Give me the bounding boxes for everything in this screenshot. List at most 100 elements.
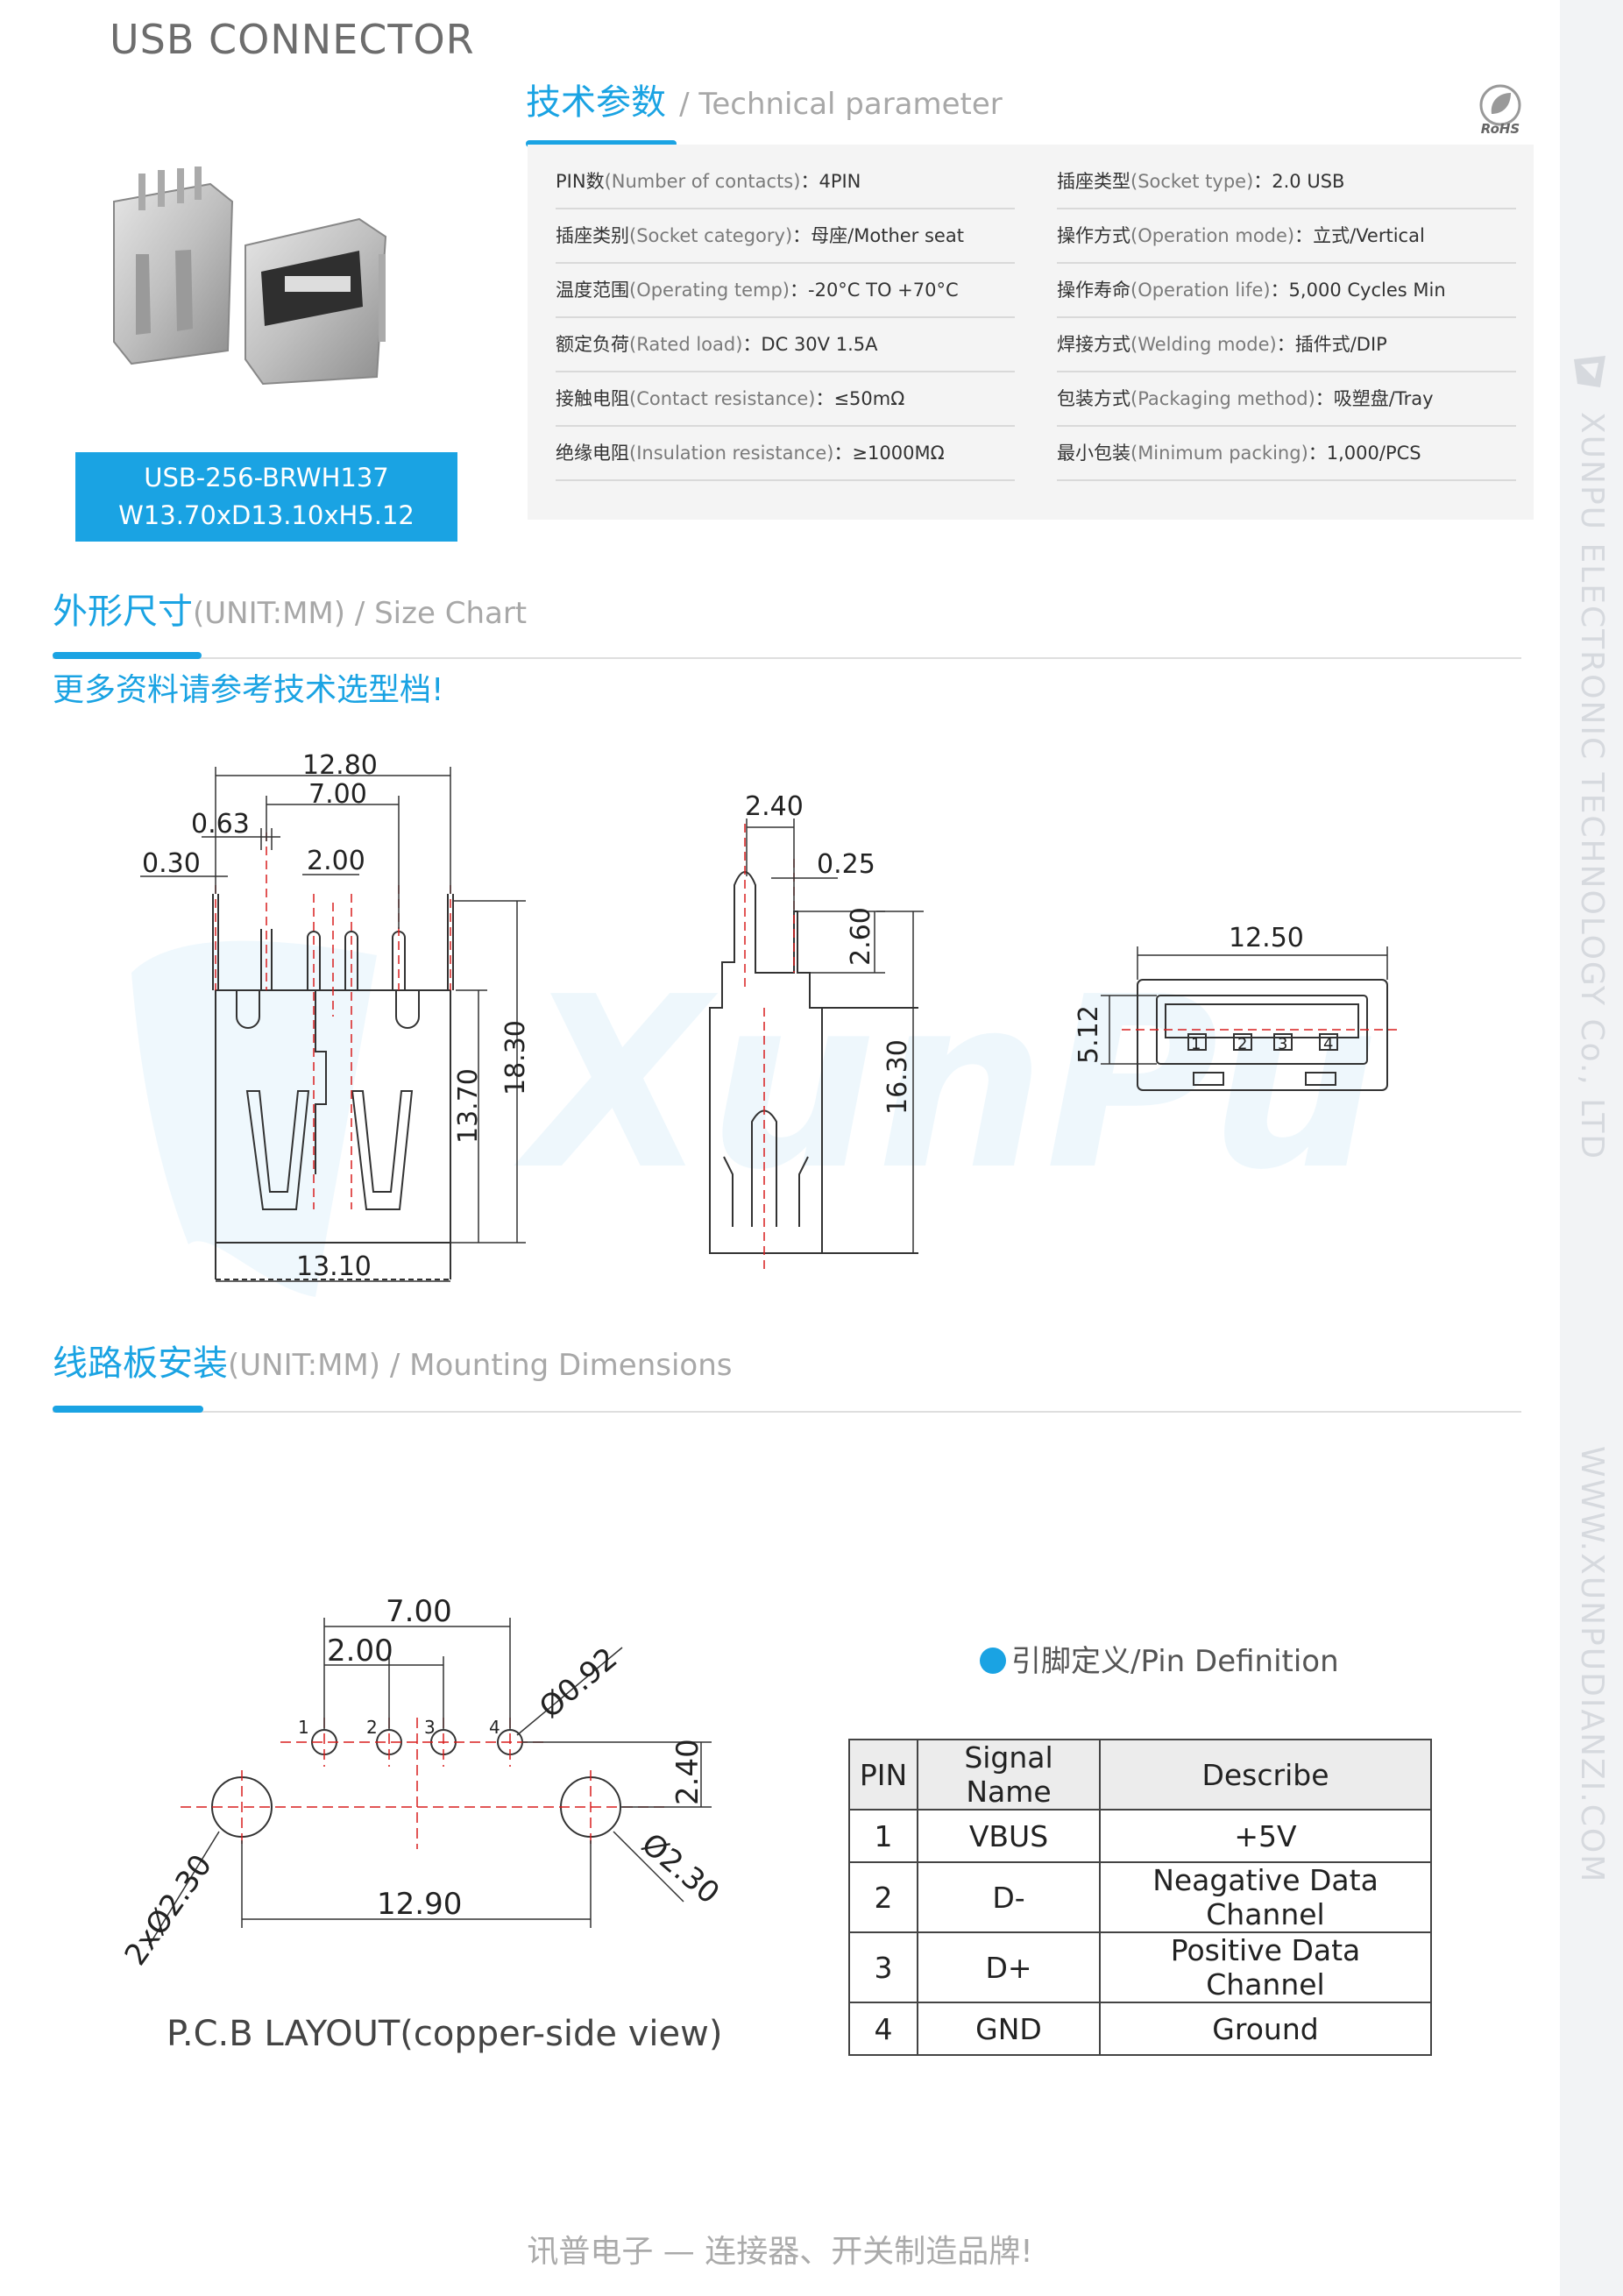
model-part-number: USB-256-BRWH137 — [144, 463, 389, 493]
model-box: USB-256-BRWH137 W13.70xD13.10xH5.12 — [75, 452, 457, 542]
watermark-logo: XunPu — [131, 940, 1378, 1297]
connector-right-image — [245, 217, 387, 386]
hole-label: 3 — [424, 1717, 436, 1738]
table-cell: VBUS — [917, 1809, 1101, 1863]
dim-label: 0.63 — [191, 809, 250, 840]
pin-label: 4 — [1323, 1035, 1333, 1053]
size-section-header: 外形尺寸(UNIT:MM) / Size Chart — [53, 583, 527, 634]
param-row: 操作方式(Operation mode)：立式/Vertical — [1057, 209, 1516, 264]
pin-label: 3 — [1278, 1035, 1287, 1053]
table-cell: 2 — [848, 1861, 918, 1933]
pcb-centerlines — [181, 1718, 666, 1849]
table-cell: Positive Data Channel — [1099, 1931, 1432, 2003]
table-cell: 1 — [848, 1809, 918, 1863]
table-cell: 4 — [848, 2002, 918, 2056]
dim-label: Ø0.92 — [533, 1641, 624, 1726]
mount-underline-accent — [53, 1406, 203, 1413]
dim-label: 13.70 — [453, 1068, 484, 1144]
pin-definition-label: 引脚定义/Pin Definition — [1011, 1644, 1339, 1679]
hole-label: 1 — [298, 1717, 309, 1738]
hole-label: 2 — [366, 1717, 378, 1738]
dim-label: 7.00 — [386, 1594, 452, 1629]
dim-label: 0.25 — [817, 849, 875, 880]
dim-label: 12.90 — [377, 1887, 462, 1922]
param-row: PIN数(Number of contacts)：4PIN — [556, 155, 1015, 209]
mount-title-en: (UNIT:MM) / Mounting Dimensions — [228, 1348, 733, 1383]
front-view-dimensions — [140, 767, 526, 1282]
size-title-zh: 外形尺寸 — [53, 592, 193, 632]
side-view-dimensions — [746, 818, 924, 1253]
side-view-labels: 2.40 0.25 2.60 16.30 — [745, 791, 913, 1115]
table-row: 3 D+ Positive Data Channel — [848, 1931, 1432, 2003]
size-divider — [53, 657, 1521, 659]
param-row: 包装方式(Packaging method)：吸塑盘/Tray — [1057, 372, 1516, 427]
connector-left-image — [113, 167, 234, 365]
hole-label: 4 — [489, 1717, 500, 1738]
dim-label: 2.40 — [670, 1739, 705, 1805]
param-row: 最小包装(Minimum packing)：1,000/PCS — [1057, 427, 1516, 481]
product-photo — [96, 167, 447, 386]
dim-label: 2.40 — [745, 791, 804, 822]
footer-slogan: 讯普电子 — 连接器、开关制造品牌! — [527, 2234, 1033, 2270]
top-view-labels: 12.50 5.12 1 2 3 4 — [1074, 923, 1333, 1064]
top-view-dimensions — [1101, 946, 1388, 1065]
table-row: 4 GND Ground — [848, 2002, 1432, 2056]
table-row: 2 D- Neagative Data Channel — [848, 1861, 1432, 1933]
rohs-badge: RoHS — [1472, 81, 1528, 137]
dim-label: 7.00 — [308, 779, 367, 810]
dim-label: 5.12 — [1074, 1005, 1104, 1064]
front-view-labels: 12.80 7.00 0.63 0.30 2.00 18.30 13.70 13… — [142, 750, 531, 1282]
pcb-dimensions — [148, 1618, 712, 1946]
pcb-layout-drawing: 7.00 2.00 Ø0.92 2.40 Ø2.30 12.90 2xØ2.30… — [118, 1594, 726, 1972]
leaf-icon — [1491, 93, 1511, 114]
size-chart-drawing: XunPu 12.80 7.00 — [131, 750, 1402, 1297]
pin-label: 2 — [1237, 1035, 1247, 1053]
param-row: 额定负荷(Rated load)：DC 30V 1.5A — [556, 318, 1015, 372]
param-row: 绝缘电阻(Insulation resistance)：≥1000MΩ — [556, 427, 1015, 481]
table-cell: 3 — [848, 1931, 918, 2003]
tech-section-header: 技术参数 / Technical parameter — [526, 74, 1003, 124]
table-cell: Ground — [1099, 2002, 1432, 2056]
pin-definition-table: PIN Signal Name Describe 1 VBUS +5V 2 D-… — [848, 1739, 1432, 2056]
dim-label: 12.50 — [1229, 923, 1304, 953]
pcb-labels: 7.00 2.00 Ø0.92 2.40 Ø2.30 12.90 2xØ2.30… — [118, 1594, 726, 1972]
param-row: 插座类别(Socket category)：母座/Mother seat — [556, 209, 1015, 264]
param-row: 温度范围(Operating temp)：-20°C TO +70°C — [556, 264, 1015, 318]
mount-divider — [53, 1411, 1521, 1413]
sidebar-logo-icon — [1570, 352, 1609, 391]
dim-label: 2xØ2.30 — [118, 1848, 219, 1972]
table-cell: Neagative Data Channel — [1099, 1861, 1432, 1933]
rohs-label: RoHS — [1481, 121, 1520, 137]
dim-label: 2.00 — [307, 846, 365, 876]
mount-section-header: 线路板安装(UNIT:MM) / Mounting Dimensions — [53, 1335, 733, 1385]
dim-label: 0.30 — [142, 848, 201, 879]
table-header-row: PIN Signal Name Describe — [848, 1739, 1432, 1811]
model-dimensions: W13.70xD13.10xH5.12 — [118, 500, 415, 530]
dim-label: 2.60 — [846, 907, 876, 966]
dim-label: 16.30 — [882, 1039, 913, 1115]
reference-note: 更多资料请参考技术选型档! — [53, 672, 444, 708]
param-row: 接触电阻(Contact resistance)：≤50mΩ — [556, 372, 1015, 427]
table-cell: D- — [917, 1861, 1101, 1933]
param-row: 焊接方式(Welding mode)：插件式/DIP — [1057, 318, 1516, 372]
tech-underline-accent — [526, 140, 677, 147]
col-header: Describe — [1099, 1739, 1432, 1811]
table-cell: GND — [917, 2002, 1101, 2056]
doc-title: USB CONNECTOR — [110, 16, 475, 63]
param-row: 操作寿命(Operation life)：5,000 Cycles Min — [1057, 264, 1516, 318]
pin-definition-title: 引脚定义/Pin Definition — [980, 1637, 1339, 1680]
dim-label: 13.10 — [296, 1251, 372, 1282]
col-header: Signal Name — [917, 1739, 1101, 1811]
tech-title-zh: 技术参数 — [526, 82, 666, 123]
size-title-en: (UNIT:MM) / Size Chart — [193, 596, 528, 631]
size-underline-accent — [53, 652, 202, 659]
table-cell: D+ — [917, 1931, 1101, 2003]
sidebar-website: WWW.XUNPUDIANZI.COM — [1574, 1446, 1610, 1884]
pcb-holes — [211, 1729, 621, 1838]
watermark-text: XunPu — [511, 946, 1378, 1222]
sidebar-company-name: XUNPU ELECTRONIC TECHNOLOGY Co., LTD — [1574, 412, 1610, 1161]
tech-title-en: / Technical parameter — [679, 87, 1003, 122]
dim-label: 18.30 — [500, 1020, 531, 1095]
dim-label: 12.80 — [302, 750, 378, 781]
table-cell: +5V — [1099, 1809, 1432, 1863]
